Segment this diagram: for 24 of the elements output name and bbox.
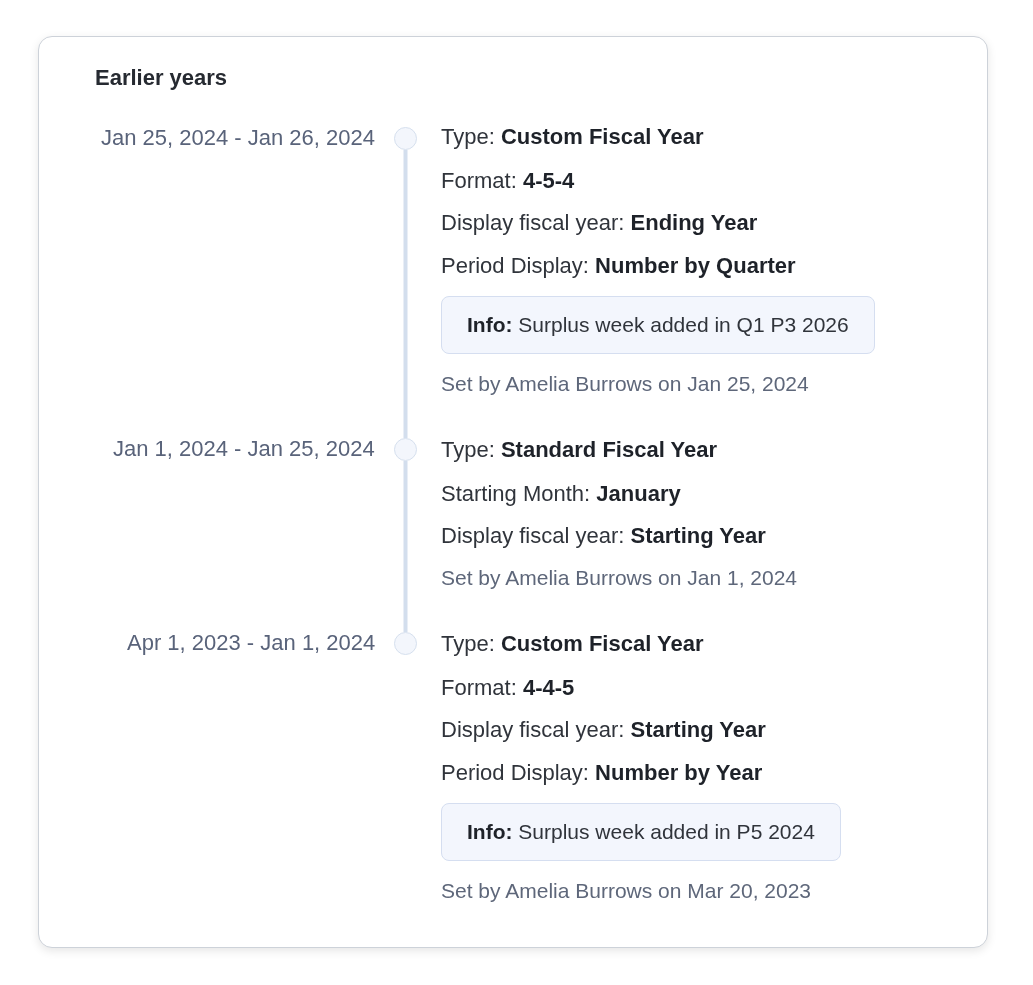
info-box <box>441 803 841 861</box>
date-range: Jan 25, 2024 - Jan 26, 2024 <box>101 124 375 152</box>
info-note: Info: Surplus week added in Q1 P3 2026 <box>467 312 849 338</box>
info-box <box>441 296 875 354</box>
audit-note: Set by Amelia Burrows on Jan 25, 2024 <box>441 371 809 397</box>
setting-line: Display fiscal year: Starting Year <box>441 716 766 744</box>
setting-line: Display fiscal year: Ending Year <box>441 209 758 237</box>
setting-line: Format: 4-5-4 <box>441 167 575 195</box>
setting-line: Display fiscal year: Starting Year <box>441 522 766 550</box>
setting-line: Starting Month: January <box>441 480 681 508</box>
timeline-line <box>403 461 408 632</box>
setting-line: Format: 4-4-5 <box>441 674 575 702</box>
setting-line: Type: Custom Fiscal Year <box>441 123 704 151</box>
setting-line: Type: Custom Fiscal Year <box>441 630 704 658</box>
audit-note: Set by Amelia Burrows on Jan 1, 2024 <box>441 565 798 591</box>
setting-line: Type: Standard Fiscal Year <box>441 436 717 464</box>
date-range: Apr 1, 2023 - Jan 1, 2024 <box>127 629 376 657</box>
setting-line: Period Display: Number by Quarter <box>441 252 796 280</box>
timeline-line <box>403 150 408 438</box>
audit-note: Set by Amelia Burrows on Mar 20, 2023 <box>441 878 812 904</box>
info-note: Info: Surplus week added in P5 2024 <box>467 819 815 845</box>
section-heading: Earlier years <box>95 64 228 92</box>
date-range: Jan 1, 2024 - Jan 25, 2024 <box>113 435 375 463</box>
setting-line: Period Display: Number by Year <box>441 759 763 787</box>
